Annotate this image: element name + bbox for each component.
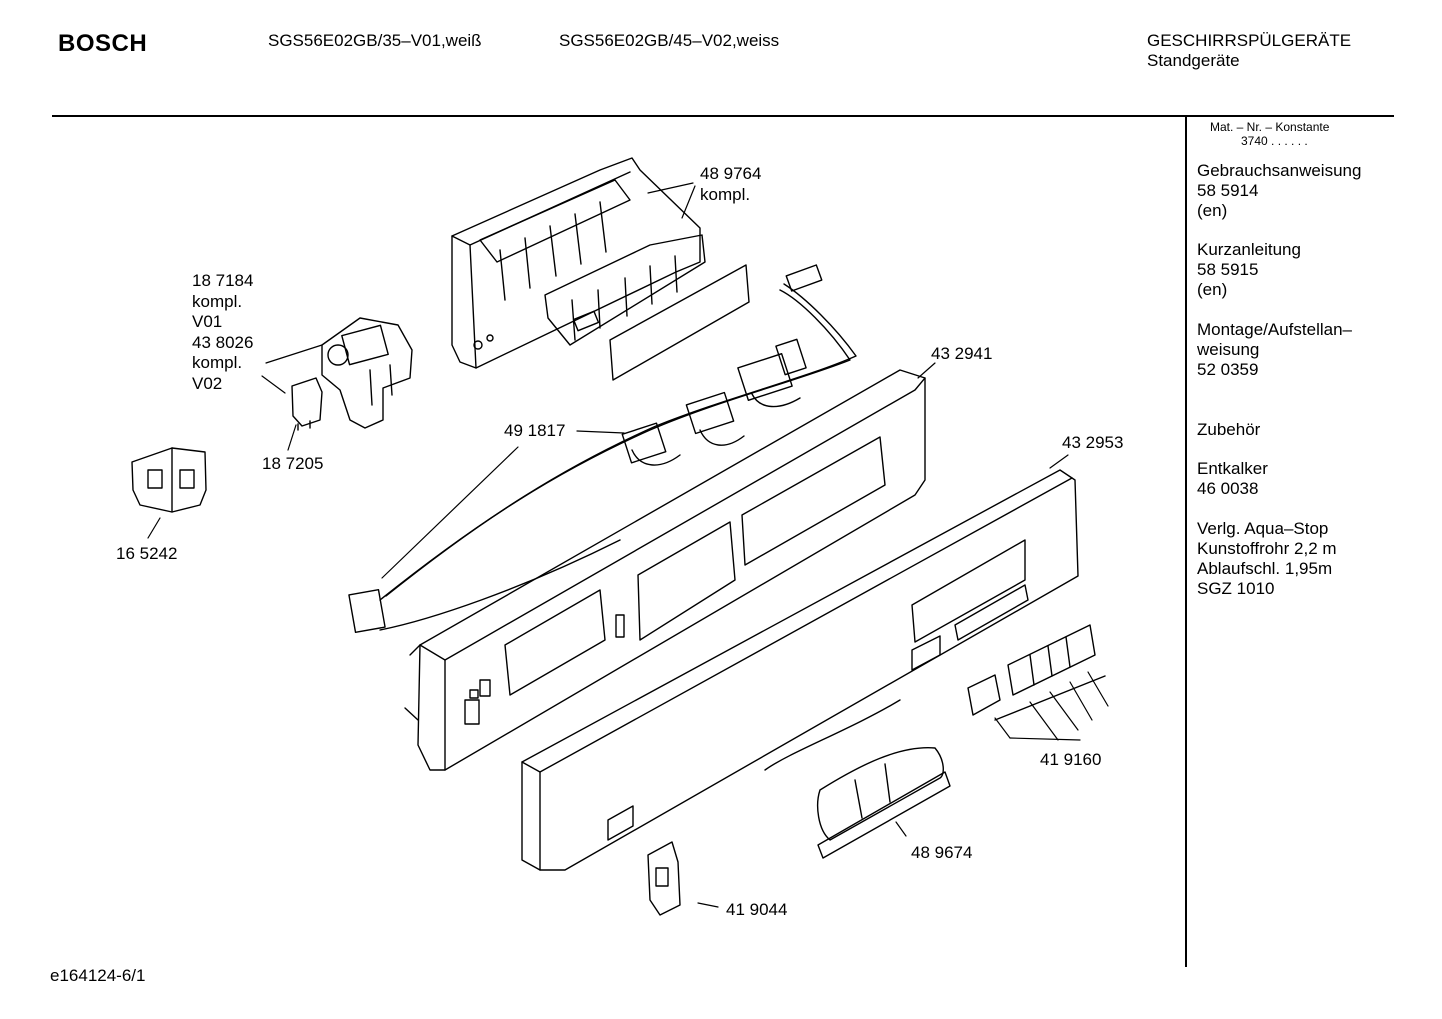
section-line: Kunstoffrohr 2,2 m [1197,539,1337,558]
sidebar-section-descaler: Entkalker 46 0038 [1197,459,1437,499]
buttons-part [967,624,1106,721]
part-label-165242: 16 5242 [116,544,178,563]
brand-logo: BOSCH [58,30,148,57]
handle-part [817,747,951,859]
part-label-432953: 43 2953 [1062,433,1124,452]
control-panel-frame-part [404,369,926,771]
sidebar-section-quickguide: Kurzanleitung 58 5915 (en) [1197,240,1437,300]
section-title: Gebrauchsanweisung [1197,161,1362,180]
sidebar-section-accessories: Zubehör [1197,420,1437,440]
section-line: 46 0038 [1197,479,1259,498]
sidebar-section-manual: Gebrauchsanweisung 58 5914 (en) [1197,161,1437,221]
mat-nr-label: Mat. – Nr. – Konstante [1210,120,1330,134]
section-line: 52 0359 [1197,360,1259,379]
display-foil-part [609,264,750,381]
relay-part [321,317,413,429]
part-label-187184: 18 7184 kompl. V01 43 8026 kompl. V02 [192,271,254,393]
mat-nr-value: 3740 . . . . . . [1241,134,1308,148]
part-label-491817: 49 1817 [504,421,566,440]
model-number-v01: SGS56E02GB/35–V01,weiß [268,31,482,50]
part-label-419160: 41 9160 [1040,750,1102,769]
electronic-module-part [451,157,706,369]
latch-part [647,841,681,916]
part-label-489674: 48 9674 [911,843,973,862]
section-title: Verlg. Aqua–Stop [1197,519,1329,538]
category-title: GESCHIRRSPÜLGERÄTE [1147,31,1352,50]
header-divider [52,115,1394,117]
section-line: 58 5914 [1197,181,1259,200]
section-line: weisung [1197,340,1260,359]
section-title: Entkalker [1197,459,1268,478]
section-line: (en) [1197,280,1228,299]
section-line: 58 5915 [1197,260,1259,279]
fascia-panel-part [521,469,1079,871]
model-number-v02: SGS56E02GB/45–V02,weiss [559,31,780,50]
sidebar-section-aquastop: Verlg. Aqua–Stop Kunstoffrohr 2,2 m Abla… [1197,519,1437,599]
section-line: SGZ 1010 [1197,579,1275,598]
sidebar-section-installation: Montage/Aufstellan– weisung 52 0359 [1197,320,1437,380]
terminal-block-part [131,447,207,513]
sidebar-divider [1185,117,1187,967]
leader-lines [147,182,1109,908]
section-line: (en) [1197,201,1228,220]
suppressor-part [291,377,323,431]
section-title: Montage/Aufstellan– [1197,320,1352,339]
section-title: Zubehör [1197,420,1261,439]
drawing-code: e164124-6/1 [50,966,146,985]
part-label-432941: 43 2941 [931,344,993,363]
section-line: Ablaufschl. 1,95m [1197,559,1333,578]
section-title: Kurzanleitung [1197,240,1301,259]
category-subtitle: Standgeräte [1147,51,1240,70]
cable-harness-part [348,264,857,634]
part-label-419044: 41 9044 [726,900,788,919]
part-label-187205: 18 7205 [262,454,324,473]
part-label-489764: 48 9764 kompl. [700,164,762,204]
